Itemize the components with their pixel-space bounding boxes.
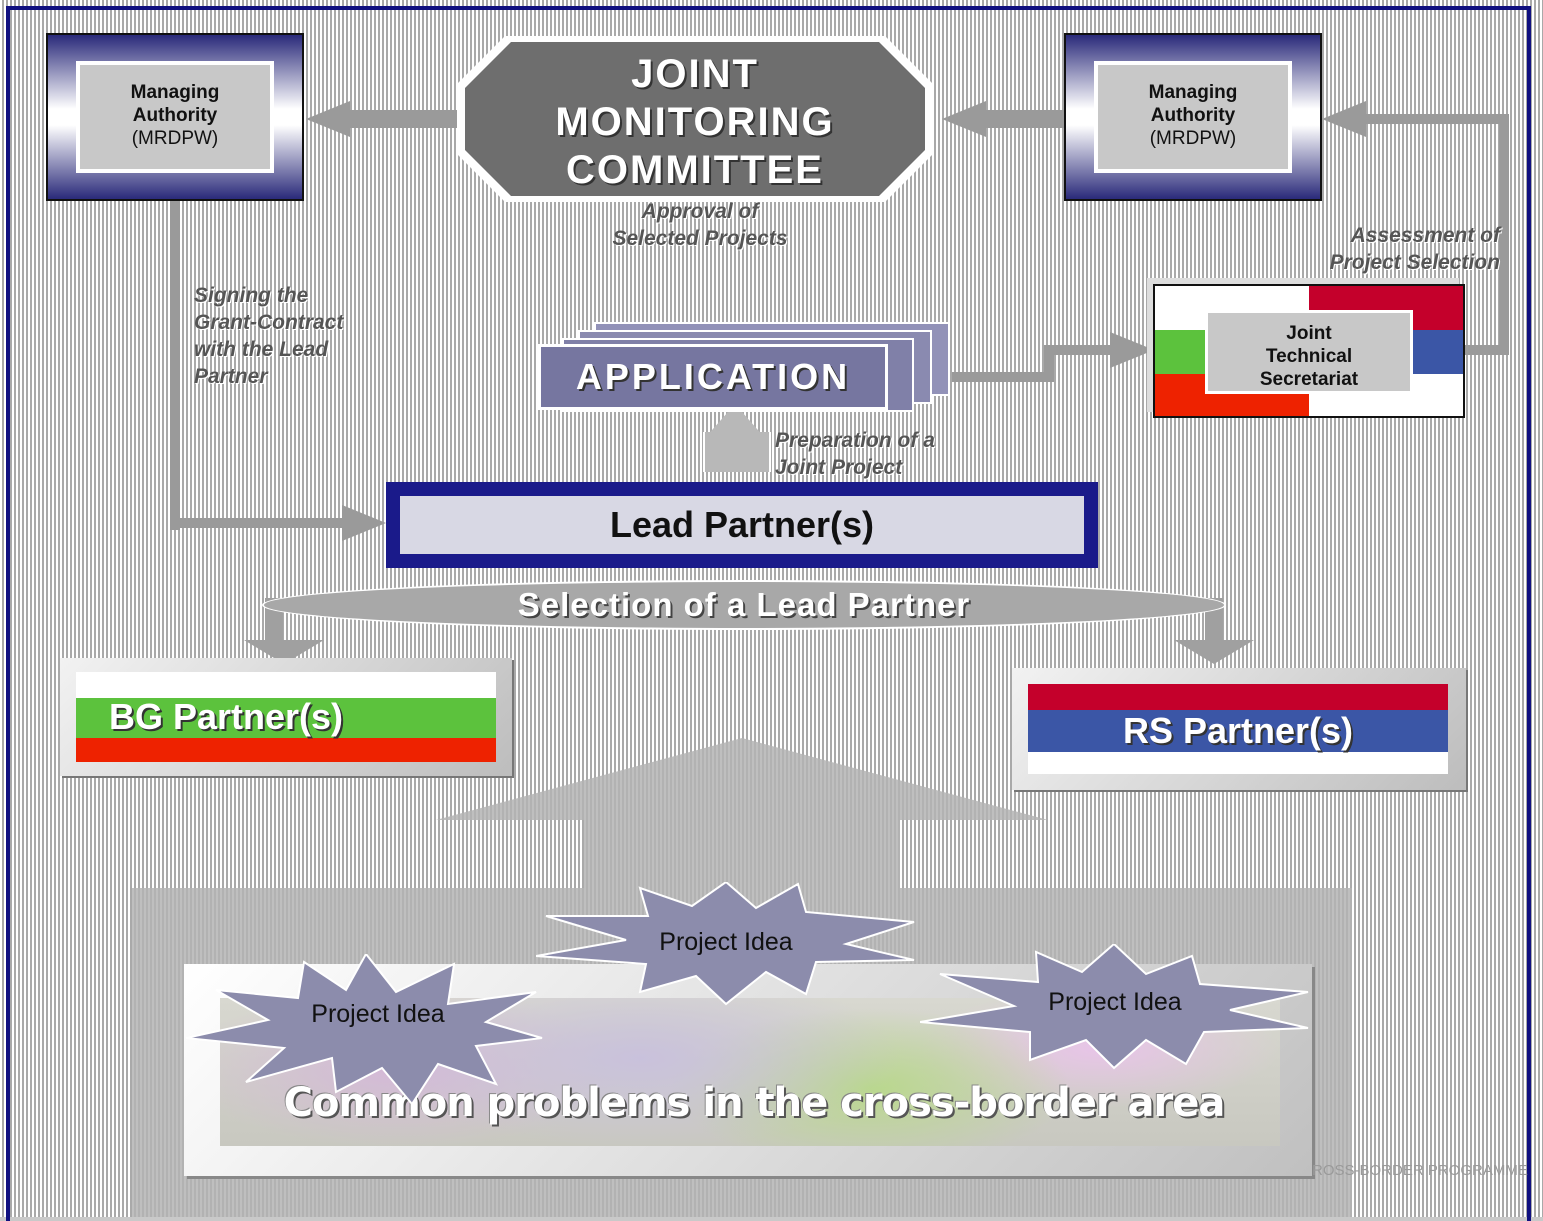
signing-line3: with the Lead xyxy=(194,338,329,361)
prep-line1: Preparation of a xyxy=(775,429,935,452)
project-idea-right-label: Project Idea xyxy=(1048,988,1182,1016)
preparation-label: Preparation of a Joint Project xyxy=(775,427,1015,481)
selection-label: Selection of a Lead Partner xyxy=(517,586,971,623)
jts-line1: Joint xyxy=(1286,323,1332,344)
managing-authority-left-label: Managing Authority (MRDPW) xyxy=(76,61,274,173)
jmc-octagon xyxy=(457,36,933,202)
project-idea-star-center xyxy=(536,882,915,1006)
ma-right-title1: Managing xyxy=(1148,82,1238,103)
project-idea-left-label: Project Idea xyxy=(311,1000,445,1028)
project-idea-center-label: Project Idea xyxy=(659,928,793,956)
managing-authority-right-label: Managing Authority (MRDPW) xyxy=(1094,61,1292,173)
jmc-line1: JOINT xyxy=(631,52,759,96)
slide-frame xyxy=(6,6,1531,1221)
bg-partner-label: BG Partner(s) xyxy=(108,696,344,737)
ma-left-title1: Managing xyxy=(130,82,220,103)
approval-line2: Selected Projects xyxy=(612,227,788,250)
assessment-line2: Project Selection xyxy=(1329,251,1500,274)
assessment-label: Assessment of Project Selection xyxy=(1240,222,1500,276)
lead-partner-label: Lead Partner(s) xyxy=(400,496,1084,554)
prep-line2: Joint Project xyxy=(775,456,903,479)
rs-partner-box: RS Partner(s) xyxy=(1012,668,1466,790)
bg-partner-box: BG Partner(s) xyxy=(60,658,512,776)
managing-authority-right: Managing Authority (MRDPW) xyxy=(1064,33,1322,201)
jts-box: Joint Technical Secretariat xyxy=(1153,284,1465,418)
jts-line2: Technical xyxy=(1265,346,1353,367)
signing-line2: Grant-Contract xyxy=(194,311,344,334)
ma-right-sub: (MRDPW) xyxy=(1149,128,1237,149)
jts-label: Joint Technical Secretariat xyxy=(1205,310,1413,394)
project-idea-star-left xyxy=(186,954,543,1104)
project-idea-star-right xyxy=(920,944,1309,1070)
ma-right-title2: Authority xyxy=(1150,105,1236,126)
application-box: APPLICATION xyxy=(538,344,888,410)
signing-line4: Partner xyxy=(194,365,268,388)
signing-label: Signing the Grant-Contract with the Lead… xyxy=(194,282,414,390)
ma-left-sub: (MRDPW) xyxy=(131,128,219,149)
assessment-line1: Assessment of xyxy=(1350,224,1500,247)
footer-text: ROSS-BORDER PROGRAMME xyxy=(1312,1162,1528,1179)
lead-partner-box: Lead Partner(s) xyxy=(386,482,1098,568)
ma-left-title2: Authority xyxy=(132,105,218,126)
jmc-label: JOINT MONITORING COMMITTEE xyxy=(455,50,935,194)
jmc-line3: COMMITTEE xyxy=(566,148,824,192)
selection-ellipse xyxy=(262,580,1226,630)
approval-label: Approval of Selected Projects xyxy=(560,198,840,252)
jts-line3: Secretariat xyxy=(1259,369,1359,390)
signing-line1: Signing the xyxy=(194,284,309,307)
approval-line1: Approval of xyxy=(641,200,759,223)
common-problems-label: Common problems in the cross-border area xyxy=(283,1080,1226,1126)
managing-authority-left: Managing Authority (MRDPW) xyxy=(46,33,304,201)
rs-partner-label: RS Partner(s) xyxy=(1122,710,1354,751)
jmc-line2: MONITORING xyxy=(555,100,835,144)
